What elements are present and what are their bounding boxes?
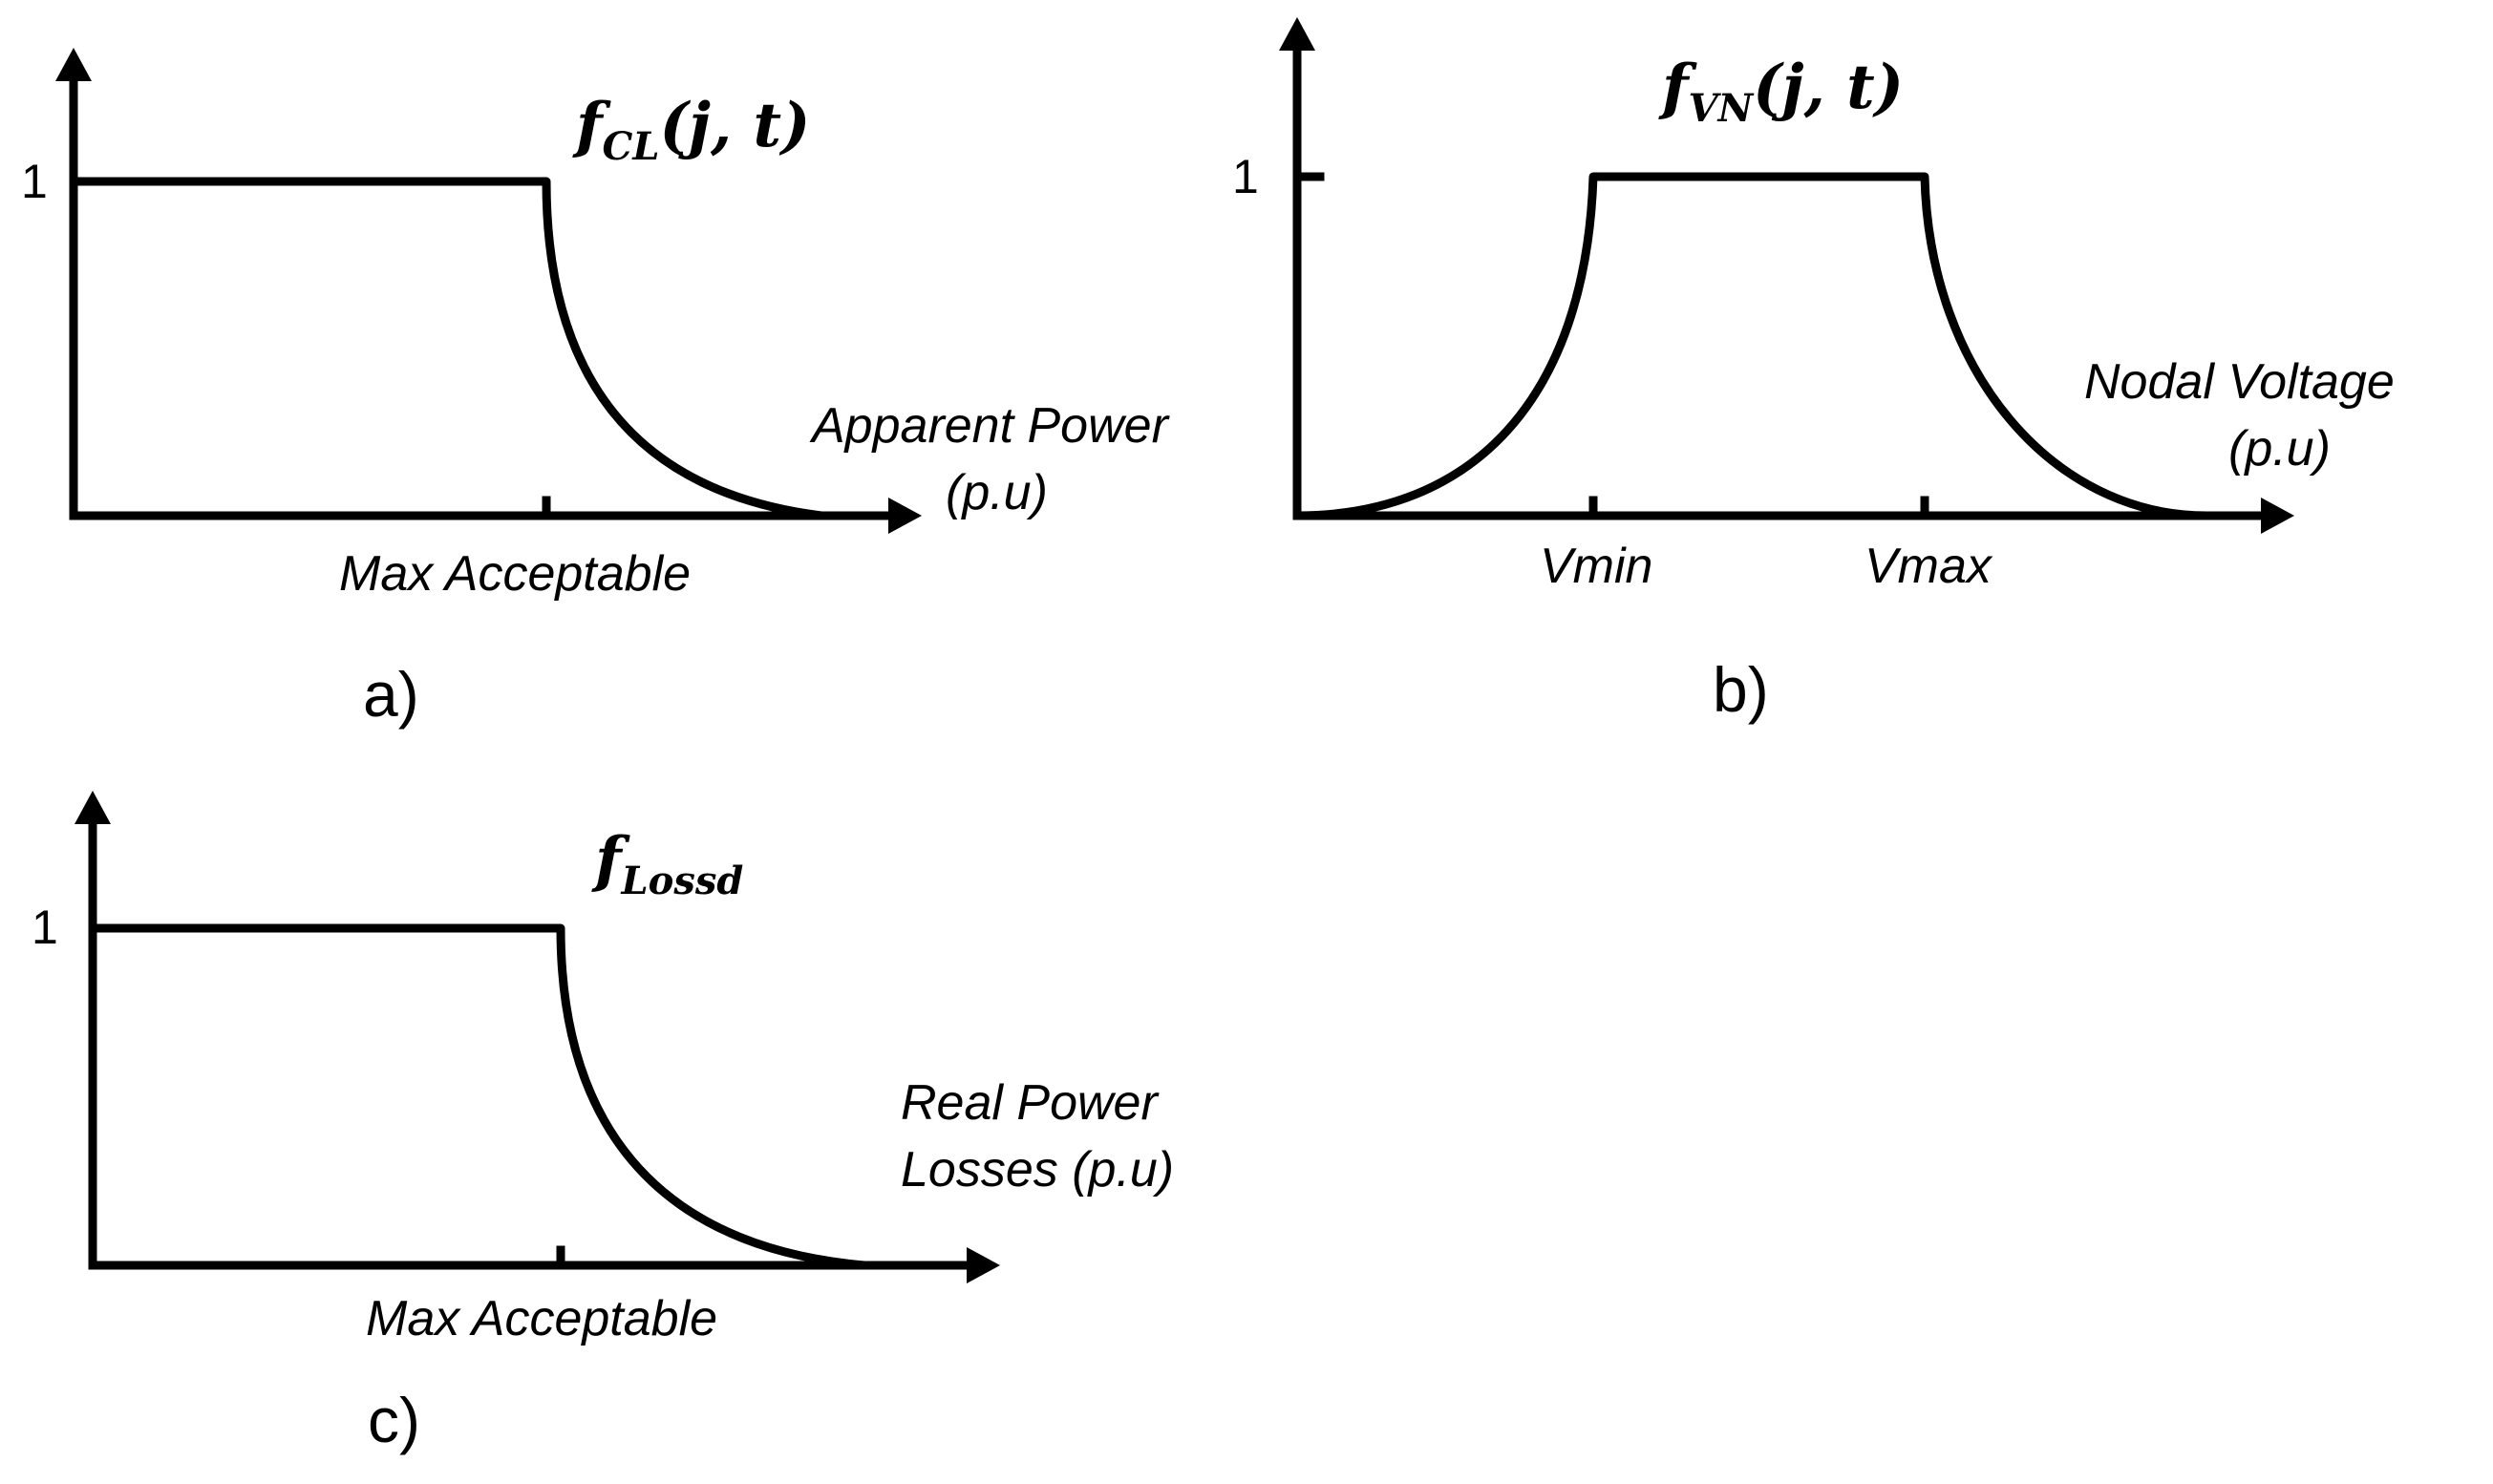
panel-c-x-label-line2: Losses (p.u) — [901, 1142, 1174, 1198]
panel-b-function-sub: VN — [1689, 86, 1755, 131]
panel-b-x-label-line2: (p.u) — [2228, 421, 2331, 477]
panel-b-tag: b) — [1713, 654, 1769, 725]
panel-a-curve — [69, 177, 826, 520]
panel-a-x-arrow — [888, 498, 922, 534]
panel-a-y-tick-label: 1 — [21, 155, 48, 208]
panel-a-tag: a) — [363, 659, 419, 730]
panel-c-curve — [88, 923, 869, 1270]
panel-c-tag: c) — [368, 1385, 420, 1455]
panel-c-function-label: fLossd — [591, 824, 743, 903]
panel-a-y-arrow — [55, 48, 92, 81]
panel-c-x-arrow — [967, 1247, 1000, 1283]
panel-b-function-args: (j, t) — [1753, 52, 1904, 123]
panel-a-x-label-line2: (p.u) — [946, 465, 1048, 520]
panel-a-function-sub: CL — [603, 124, 660, 169]
panel-c: 1 fLossd Real Power Losses (p.u) Max Acc… — [32, 791, 1174, 1455]
panel-b: 1 fVN(j, t) Nodal Voltage (p.u) Vmin Vma… — [1232, 17, 2395, 725]
panel-a: 1 fCL(j, t) Apparent Power (p.u) Max Acc… — [21, 48, 1171, 730]
panel-b-x-tick-vmax-label: Vmax — [1864, 539, 1993, 594]
panel-a-function-label: fCL(j, t) — [572, 90, 810, 169]
panel-c-y-tick-label: 1 — [32, 901, 58, 954]
panel-a-x-tick-label: Max Acceptable — [339, 546, 691, 602]
panel-b-y-tick-label: 1 — [1232, 150, 1259, 203]
panel-a-function-args: (j, t) — [660, 90, 811, 161]
panel-b-function-label: fVN(j, t) — [1658, 52, 1904, 131]
panel-b-x-arrow — [2261, 498, 2294, 534]
panel-b-x-label-line1: Nodal Voltage — [2084, 354, 2395, 410]
panel-c-function-sub: Lossd — [621, 859, 744, 903]
panel-b-y-arrow — [1279, 17, 1315, 51]
panel-b-curve — [1292, 172, 2211, 520]
panel-c-y-arrow — [75, 791, 111, 824]
panel-b-x-tick-vmin-label: Vmin — [1540, 539, 1652, 594]
panel-c-x-label-line1: Real Power — [901, 1075, 1160, 1131]
panel-a-x-label-line1: Apparent Power — [809, 398, 1171, 454]
panel-c-x-tick-label: Max Acceptable — [366, 1291, 717, 1346]
